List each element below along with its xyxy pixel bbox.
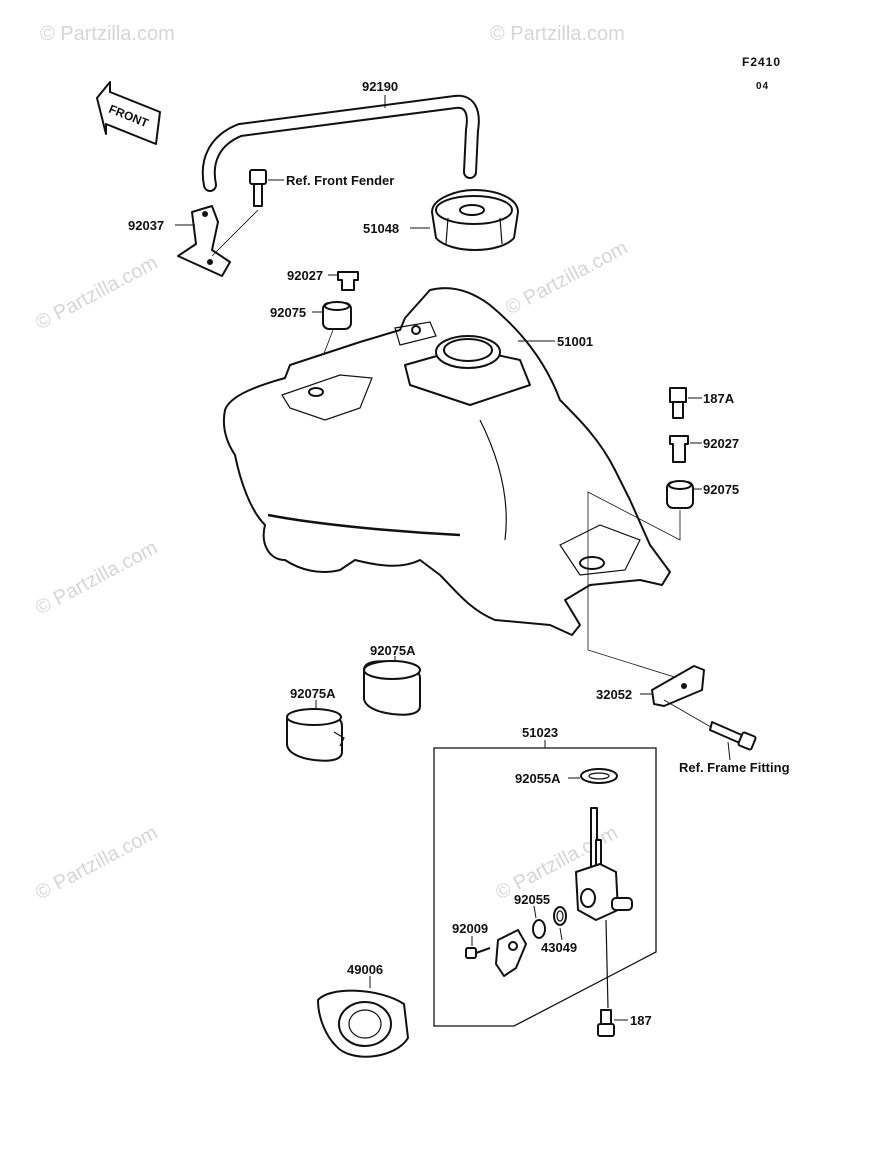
fuel-cock — [575, 807, 633, 1009]
fuel-cap — [431, 189, 519, 251]
leader-line — [559, 927, 563, 941]
part-label-collar-a: 92027 — [287, 268, 323, 283]
bolt-187 — [597, 1009, 615, 1037]
part-label-cock-assy: 51023 — [522, 725, 558, 740]
cock-lever — [495, 929, 527, 977]
part-label-bracket-rear: 32052 — [596, 687, 632, 702]
rear-bracket — [651, 665, 705, 707]
watermark: © Partzilla.com — [32, 537, 161, 620]
collar-right — [669, 435, 689, 463]
part-label-damper-b: 92075 — [703, 482, 739, 497]
damper-92075a-left — [286, 708, 345, 762]
damper-right — [666, 480, 694, 509]
part-label-bracket-front: 92037 — [128, 218, 164, 233]
watermark: © Partzilla.com — [32, 252, 161, 335]
watermark: © Partzilla.com — [490, 23, 625, 45]
damper-upper — [322, 301, 352, 330]
part-label-bolt-187a: 187A — [703, 391, 735, 406]
part-label-packing: 43049 — [541, 940, 577, 955]
screw-92009 — [465, 947, 491, 959]
part-label-oring: 92055 — [514, 892, 550, 907]
part-label-screw: 92009 — [452, 921, 488, 936]
part-label-collar-b: 92027 — [703, 436, 739, 451]
cock-assembly-boundary — [433, 747, 657, 1027]
breather-hose — [201, 94, 480, 192]
leader-line — [727, 741, 731, 761]
damper-92075a-right — [363, 660, 421, 716]
fender-bolt — [249, 169, 267, 207]
watermark: © Partzilla.com — [32, 822, 161, 905]
figure-code: F2410 — [742, 55, 781, 69]
assembly-line — [211, 209, 259, 257]
figure-sub-code: 04 — [756, 81, 769, 92]
frame-fitting-bolt — [709, 721, 757, 751]
seal-49006 — [317, 989, 409, 1058]
part-label-damper-92075a-right: 92075A — [370, 643, 416, 658]
fuel-tank — [222, 287, 671, 636]
front-bracket — [177, 205, 231, 277]
part-label-tank: 51001 — [557, 334, 593, 349]
assembly-line — [663, 699, 717, 731]
watermark: © Partzilla.com — [40, 23, 175, 45]
bolt-187a — [669, 387, 687, 419]
oring-92055 — [532, 919, 546, 939]
part-label-gasket-a: 92055A — [515, 771, 561, 786]
leader-line — [533, 905, 537, 919]
part-label-bolt-187: 187 — [630, 1013, 652, 1028]
watermark: © Partzilla.com — [502, 237, 631, 320]
part-label-damper-a: 92075 — [270, 305, 306, 320]
part-label-hose: 92190 — [362, 79, 398, 94]
part-label-damper-92075a-left: 92075A — [290, 686, 336, 701]
gasket-92055a — [580, 768, 618, 784]
front-arrow-icon: FRONT — [96, 81, 161, 145]
ref-front-fender-label: Ref. Front Fender — [286, 173, 394, 188]
assembly-line — [587, 491, 685, 681]
ref-frame-fitting-label: Ref. Frame Fitting — [679, 760, 790, 775]
part-label-cap: 51048 — [363, 221, 399, 236]
packing-43049 — [553, 906, 567, 926]
collar-upper — [337, 271, 359, 291]
part-label-seal: 49006 — [347, 962, 383, 977]
